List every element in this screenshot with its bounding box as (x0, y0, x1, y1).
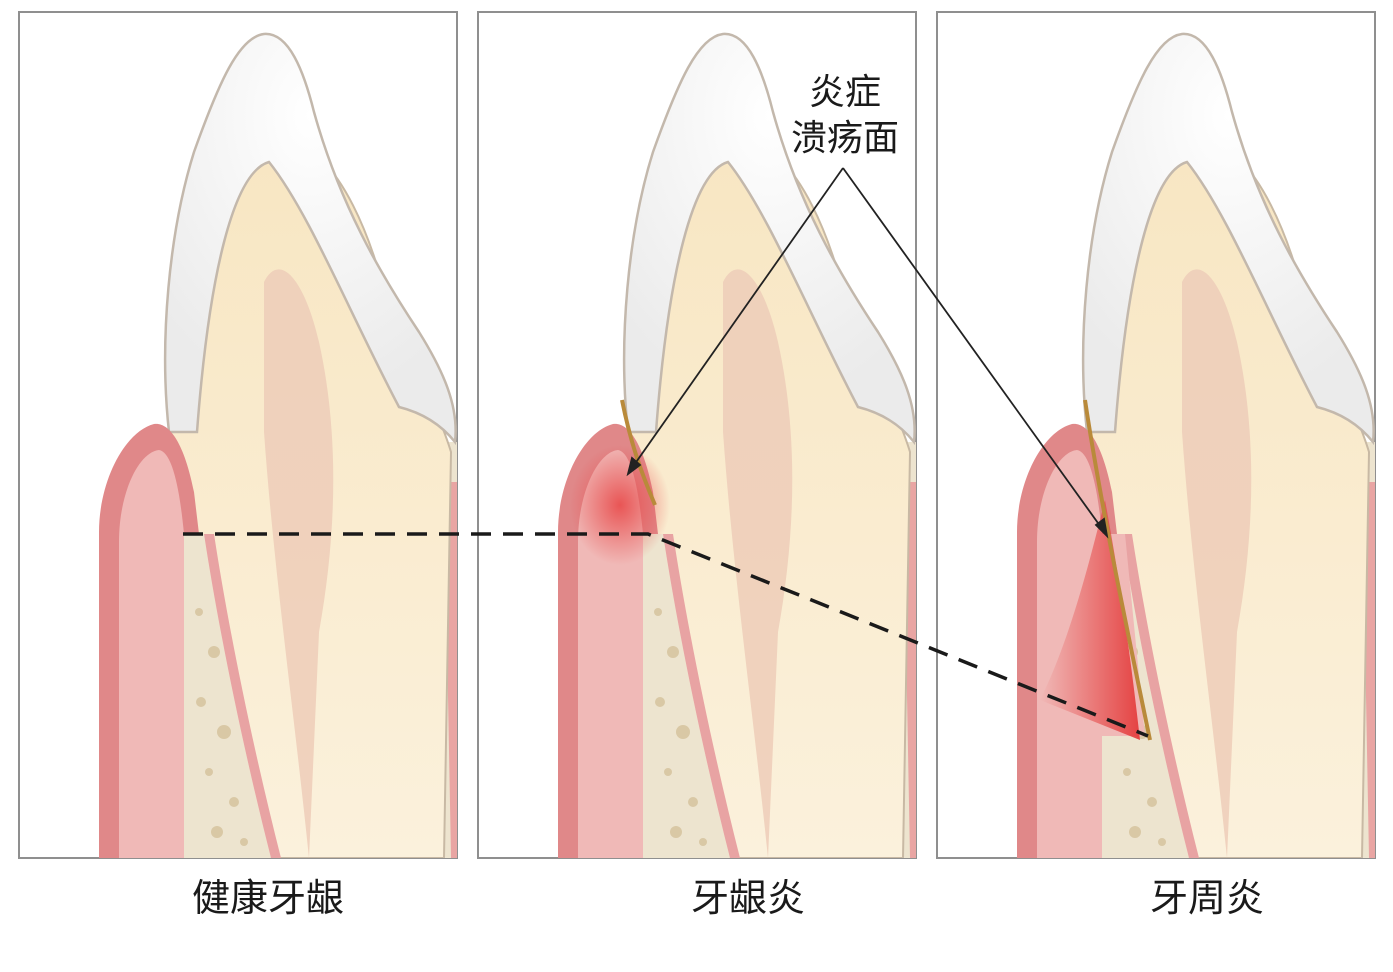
caption-healthy-gums: 健康牙龈 (191, 876, 344, 920)
bone-level-dashed-line (183, 532, 1149, 738)
annotation-pointers (626, 167, 1109, 539)
tooth-periodontitis (1015, 32, 1375, 858)
inflammation-ulcer-label: 炎症 溃疡面 (770, 70, 920, 162)
caption-periodontitis: 牙周炎 (1149, 876, 1264, 920)
caption-gingivitis: 牙龈炎 (690, 876, 805, 920)
annotation-line-1: 炎症 (808, 72, 881, 113)
annotation-line-2: 溃疡面 (790, 118, 899, 159)
